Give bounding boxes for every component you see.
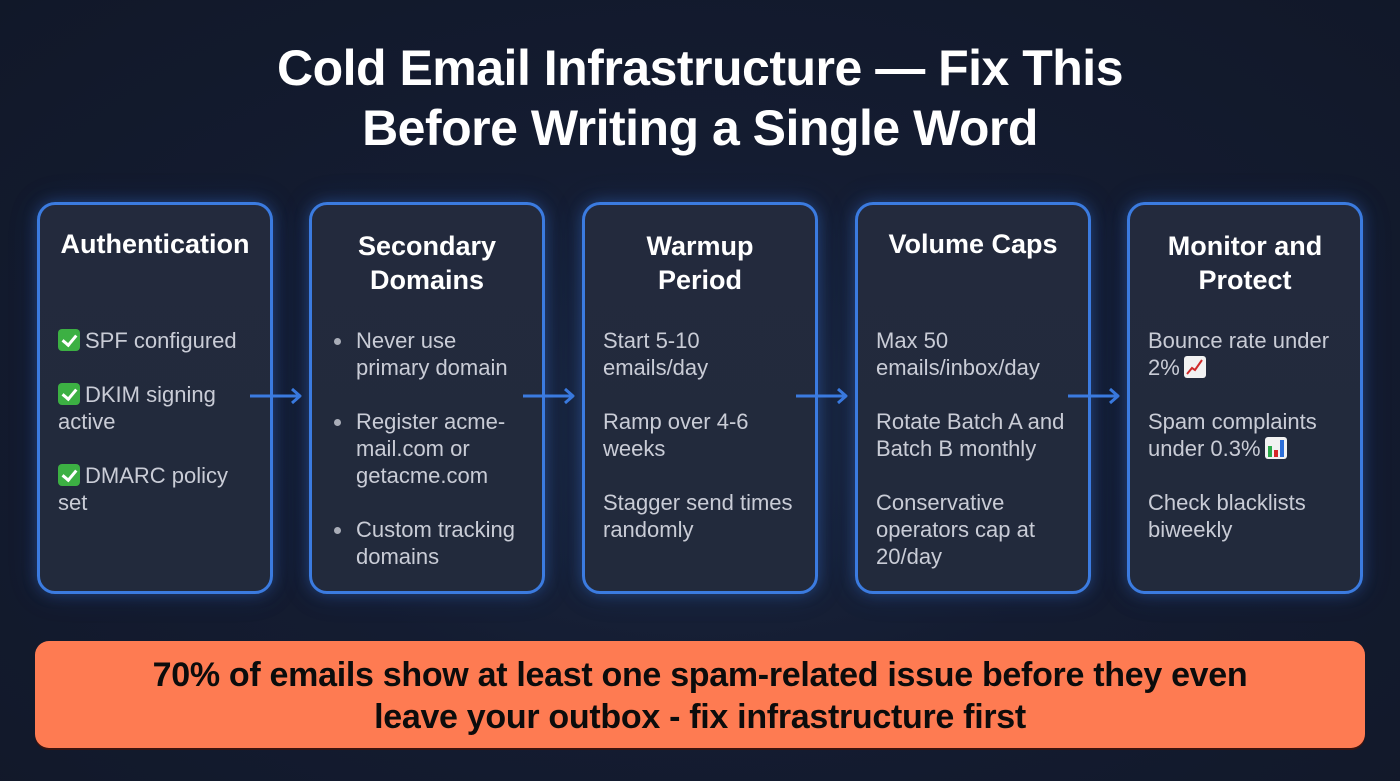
check-mark-icon [58, 383, 80, 405]
title-line-1: Cold Email Infrastructure — Fix This [276, 40, 1124, 96]
step-title-line: Monitor and [1167, 231, 1323, 261]
step-title-line: Warmup [646, 231, 754, 261]
list-item: SPF configured [58, 327, 258, 354]
step-card-authentication: Authentication SPF configured DKIM signi… [37, 202, 273, 594]
page-title: Cold Email Infrastructure — Fix This Bef… [0, 38, 1400, 158]
list-item: Spam complaints under 0.3% [1148, 409, 1317, 461]
step-title-line: Authentication [60, 229, 250, 259]
title-line-2: Before Writing a Single Word [362, 100, 1038, 156]
right-arrow-icon [250, 387, 302, 405]
list-item: Custom tracking domains [330, 516, 530, 570]
list-item: Rotate Batch A and Batch B monthly [876, 409, 1065, 461]
step-title-line: Period [657, 265, 743, 295]
step-title: Monitor and Protect [1130, 229, 1360, 297]
banner-line-1: 70% of emails show at least one spam-rel… [152, 656, 1248, 694]
list-item: DMARC policy set [58, 463, 229, 515]
list-item: Max 50 emails/inbox/day [876, 328, 1040, 380]
step-items: SPF configured DKIM signing active DMARC… [58, 327, 258, 516]
step-title: Secondary Domains [312, 229, 542, 297]
step-title-line: Domains [369, 265, 485, 295]
check-mark-icon [58, 464, 80, 486]
list-item: Ramp over 4-6 weeks [603, 409, 749, 461]
step-items: Max 50 emails/inbox/day Rotate Batch A a… [876, 327, 1076, 570]
bullet-icon [334, 527, 341, 534]
step-card-volume-caps: Volume Caps Max 50 emails/inbox/day Rota… [855, 202, 1091, 594]
bullet-icon [334, 338, 341, 345]
step-title: Warmup Period [585, 229, 815, 297]
list-item: Register acme-mail.com or getacme.com [330, 408, 530, 489]
step-title: Volume Caps [858, 227, 1088, 261]
banner-line-2: leave your outbox - fix infrastructure f… [374, 698, 1026, 736]
right-arrow-icon [523, 387, 575, 405]
list-item: Conservative operators cap at 20/day [876, 490, 1035, 569]
step-title-line: Volume Caps [888, 229, 1058, 259]
check-mark-icon [58, 329, 80, 351]
list-item: Bounce rate under 2% [1148, 328, 1330, 380]
list-item: Never use primary domain [330, 327, 530, 381]
list-item: DKIM signing active [58, 382, 216, 434]
key-stat-banner: 70% of emails show at least one spam-rel… [35, 641, 1365, 748]
step-items: Bounce rate under 2% Spam complaints und… [1148, 327, 1348, 543]
list-item: Stagger send times randomly [603, 490, 793, 542]
bullet-icon [334, 419, 341, 426]
step-card-warmup-period: Warmup Period Start 5-10 emails/day Ramp… [582, 202, 818, 594]
step-title-line: Secondary [357, 231, 497, 261]
chart-increasing-icon [1183, 356, 1206, 378]
step-items: Never use primary domain Register acme-m… [330, 327, 530, 570]
step-card-monitor-and-protect: Monitor and Protect Bounce rate under 2%… [1127, 202, 1363, 594]
right-arrow-icon [1068, 387, 1120, 405]
step-title: Authentication [40, 227, 270, 261]
step-card-secondary-domains: Secondary Domains Never use primary doma… [309, 202, 545, 594]
step-items: Start 5-10 emails/day Ramp over 4-6 week… [603, 327, 803, 543]
list-item: Check blacklists biweekly [1148, 490, 1306, 542]
right-arrow-icon [796, 387, 848, 405]
step-title-line: Protect [1198, 265, 1292, 295]
process-flow: Authentication SPF configured DKIM signi… [0, 202, 1400, 598]
bar-chart-icon [1264, 437, 1287, 459]
list-item: Start 5-10 emails/day [603, 328, 709, 380]
